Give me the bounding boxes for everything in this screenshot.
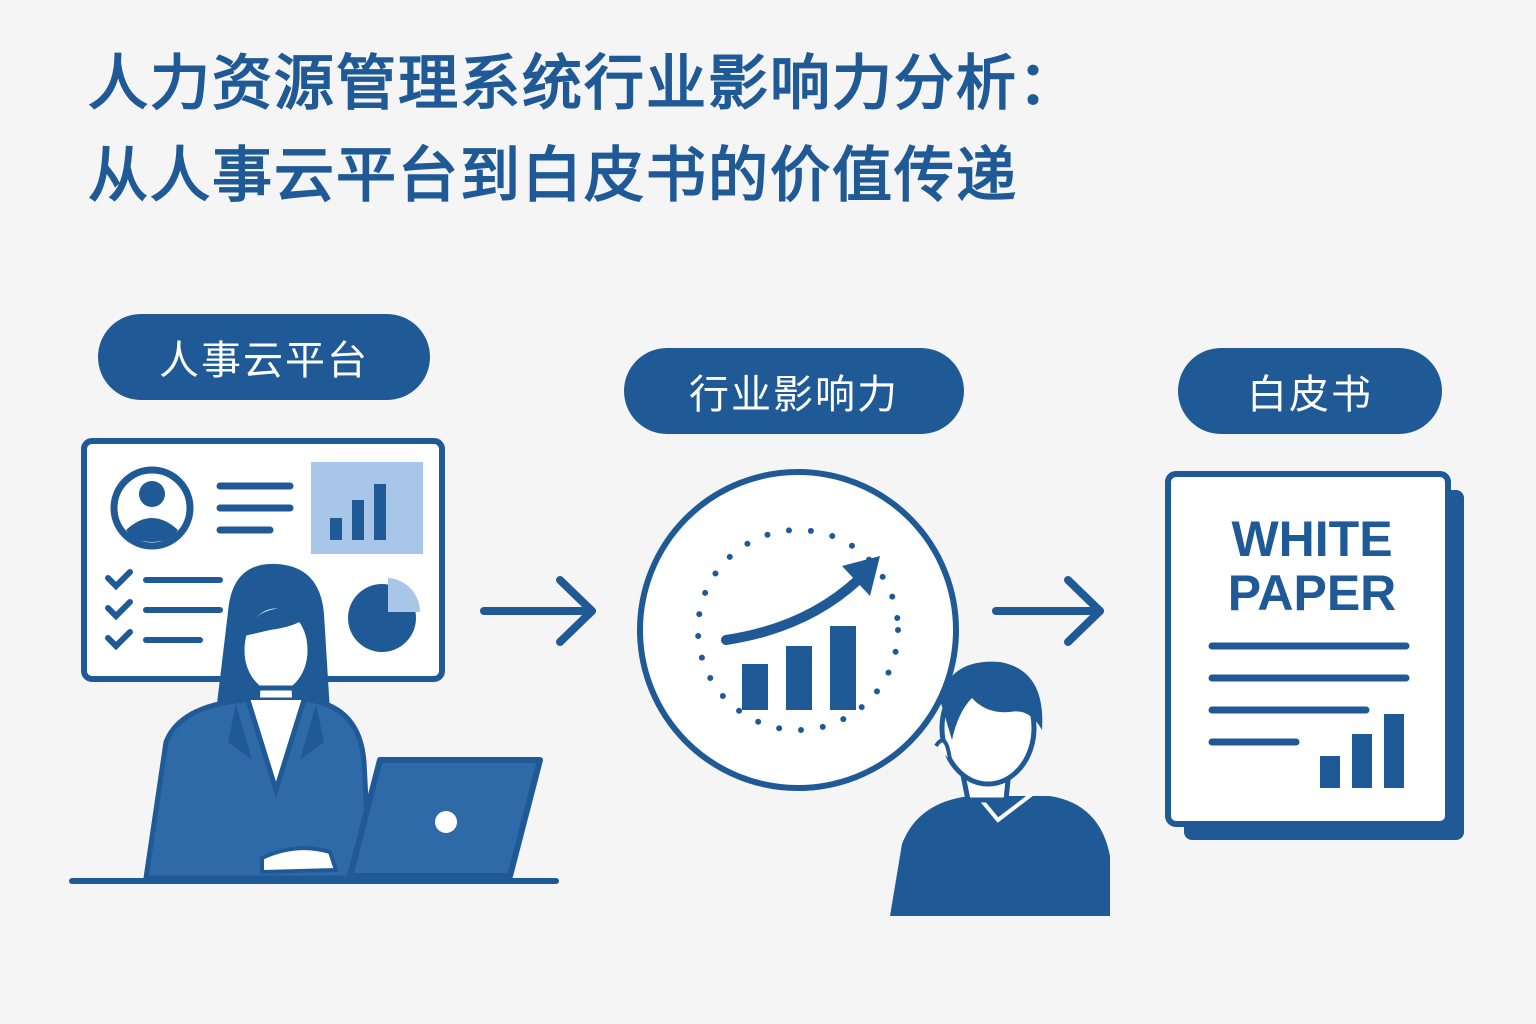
stage-label-whitepaper: 白皮书: [1178, 348, 1442, 434]
man-figure: [890, 661, 1110, 916]
checklist-icon: [105, 569, 223, 651]
pie-chart-icon: [348, 578, 421, 652]
laptop-icon: [260, 757, 543, 879]
bar-chart-icon: [311, 462, 423, 554]
stage-label-hr-cloud: 人事云平台: [98, 314, 430, 400]
woman-figure: [143, 563, 373, 881]
title-line-2: 从人事云平台到白皮书的价值传递: [88, 141, 1018, 211]
text-lines-icon: [216, 482, 294, 534]
arrow-right-icon: [992, 576, 1104, 646]
page-title: 人力资源管理系统行业影响力分析： 从人事云平台到白皮书的价值传递: [88, 38, 1488, 222]
whitepaper-document: WHITE PAPER: [1165, 471, 1464, 840]
influence-circle: [637, 469, 959, 791]
bar-chart-icon: [1320, 714, 1404, 788]
title-line-1: 人力资源管理系统行业影响力分析：: [88, 49, 1080, 119]
growth-chart-icon: [721, 556, 880, 710]
whitepaper-title-line-2: PAPER: [1228, 565, 1397, 621]
arrow-right-icon: [480, 576, 596, 646]
whitepaper-title-line-1: WHITE: [1231, 511, 1392, 567]
user-avatar-icon: [110, 466, 194, 550]
stage-label-influence: 行业影响力: [624, 348, 964, 434]
